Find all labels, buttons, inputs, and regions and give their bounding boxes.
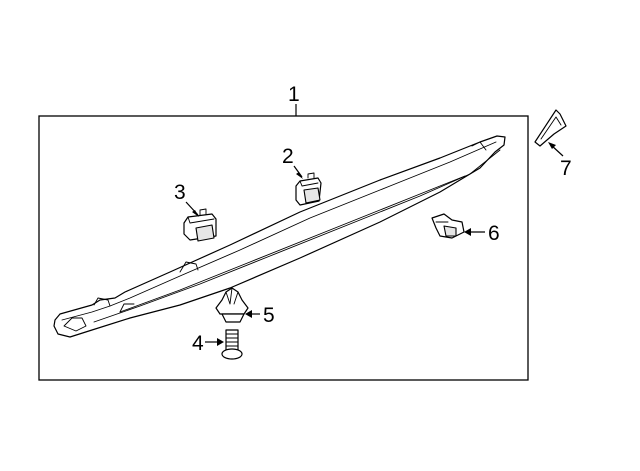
callout-3-arrowhead <box>192 210 199 217</box>
callout-6-arrowhead <box>464 228 471 236</box>
callout-4: 4 <box>192 332 204 355</box>
callout-1: 1 <box>288 83 300 106</box>
rocker-panel <box>53 135 506 338</box>
callout-6: 6 <box>488 222 500 245</box>
callout-5-arrowhead <box>245 310 252 318</box>
callout-3: 3 <box>174 181 186 204</box>
screw-part-4 <box>221 329 243 360</box>
callout-4-arrowhead <box>217 338 224 346</box>
push-clip-part-5 <box>215 287 249 323</box>
callout-7: 7 <box>560 157 572 180</box>
assembly-frame <box>38 115 529 381</box>
clip-part-3 <box>183 208 217 242</box>
callout-7-arrowhead <box>548 142 556 149</box>
clip-part-6 <box>431 213 465 239</box>
callout-2: 2 <box>282 145 294 168</box>
clip-part-2 <box>295 172 322 206</box>
callout-2-arrowhead <box>296 172 303 179</box>
callout-5: 5 <box>263 304 275 327</box>
trim-part-7 <box>534 109 567 147</box>
